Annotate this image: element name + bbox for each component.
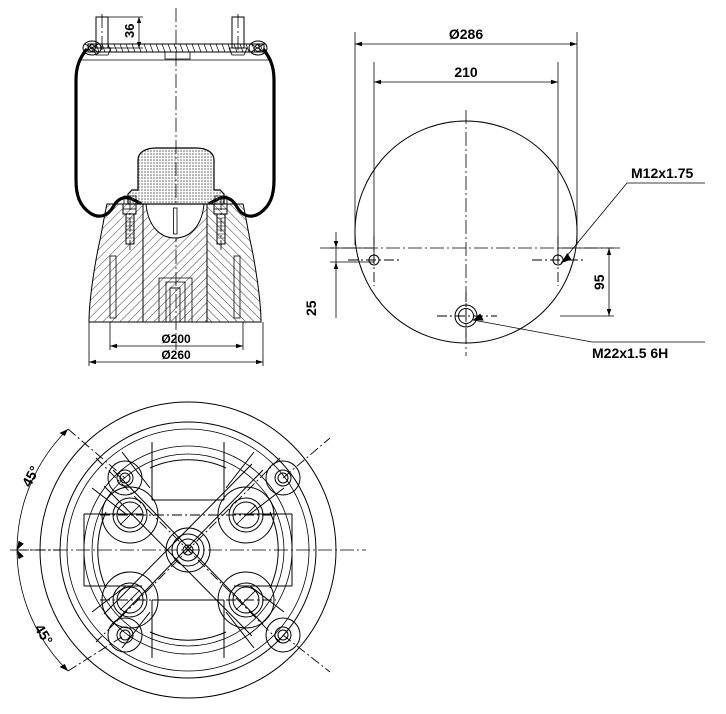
piston-wall-right (206, 203, 262, 323)
rubber-bellows (74, 48, 276, 218)
bottom-small-holes (107, 460, 301, 653)
bumper-plate (127, 147, 225, 205)
diag-ext-tr (282, 437, 331, 479)
dim-outer-286: Ø286 (355, 26, 577, 47)
dim-offset-25-text: 25 (303, 300, 319, 316)
bottom-large-holes (101, 486, 275, 629)
dim-outer-diameter-text: Ø260 (161, 348, 191, 362)
small-hole-top-left (107, 460, 143, 496)
top-plan-view: Ø286 210 (303, 26, 705, 361)
dim-stud-height: 36 (108, 16, 143, 49)
dim-bolt-span-210-text: 210 (454, 64, 478, 80)
callout-port-thread-text: M22x1.5 6H (592, 345, 668, 361)
diag-ext-br (282, 634, 331, 673)
section-stud-left (122, 195, 137, 250)
dim-offset-25: 25 (303, 232, 374, 318)
callout-stud-thread-text: M12x1.75 (631, 165, 693, 181)
small-hole-bottom-right (265, 617, 301, 653)
dim-offset-95: 95 (558, 247, 614, 317)
dim-angle-upper: 45° (16, 428, 126, 551)
dim-inner-diameter: Ø200 (109, 322, 244, 350)
dim-offset-95-text: 95 (591, 274, 607, 290)
bottom-center-hub (165, 527, 211, 573)
dim-stud-height-text: 36 (122, 24, 137, 38)
top-stud-right (228, 14, 248, 56)
piston-center-column (142, 203, 208, 323)
bottom-plan-view: 45° 45° (10, 401, 366, 699)
piston-wall-left (88, 203, 144, 323)
section-stud-right (213, 195, 228, 250)
top-stud-left (92, 14, 112, 56)
dim-inner-diameter-text: Ø200 (161, 332, 191, 346)
dim-bolt-span-210: 210 (374, 64, 558, 85)
dim-outer-diameter: Ø260 (88, 322, 264, 366)
callout-stud-thread: M12x1.75 (560, 165, 705, 264)
small-hole-bottom-left (107, 617, 143, 653)
small-hole-top-right (265, 460, 301, 496)
callout-port-thread: M22x1.5 6H (472, 313, 705, 361)
stud-hole-left (348, 236, 400, 286)
bead-ring-right (248, 40, 268, 56)
section-view: 36 (74, 8, 276, 366)
dim-angle-lower: 45° (16, 549, 126, 672)
dim-outer-286-text: Ø286 (449, 26, 483, 42)
air-port-hole (437, 292, 497, 342)
